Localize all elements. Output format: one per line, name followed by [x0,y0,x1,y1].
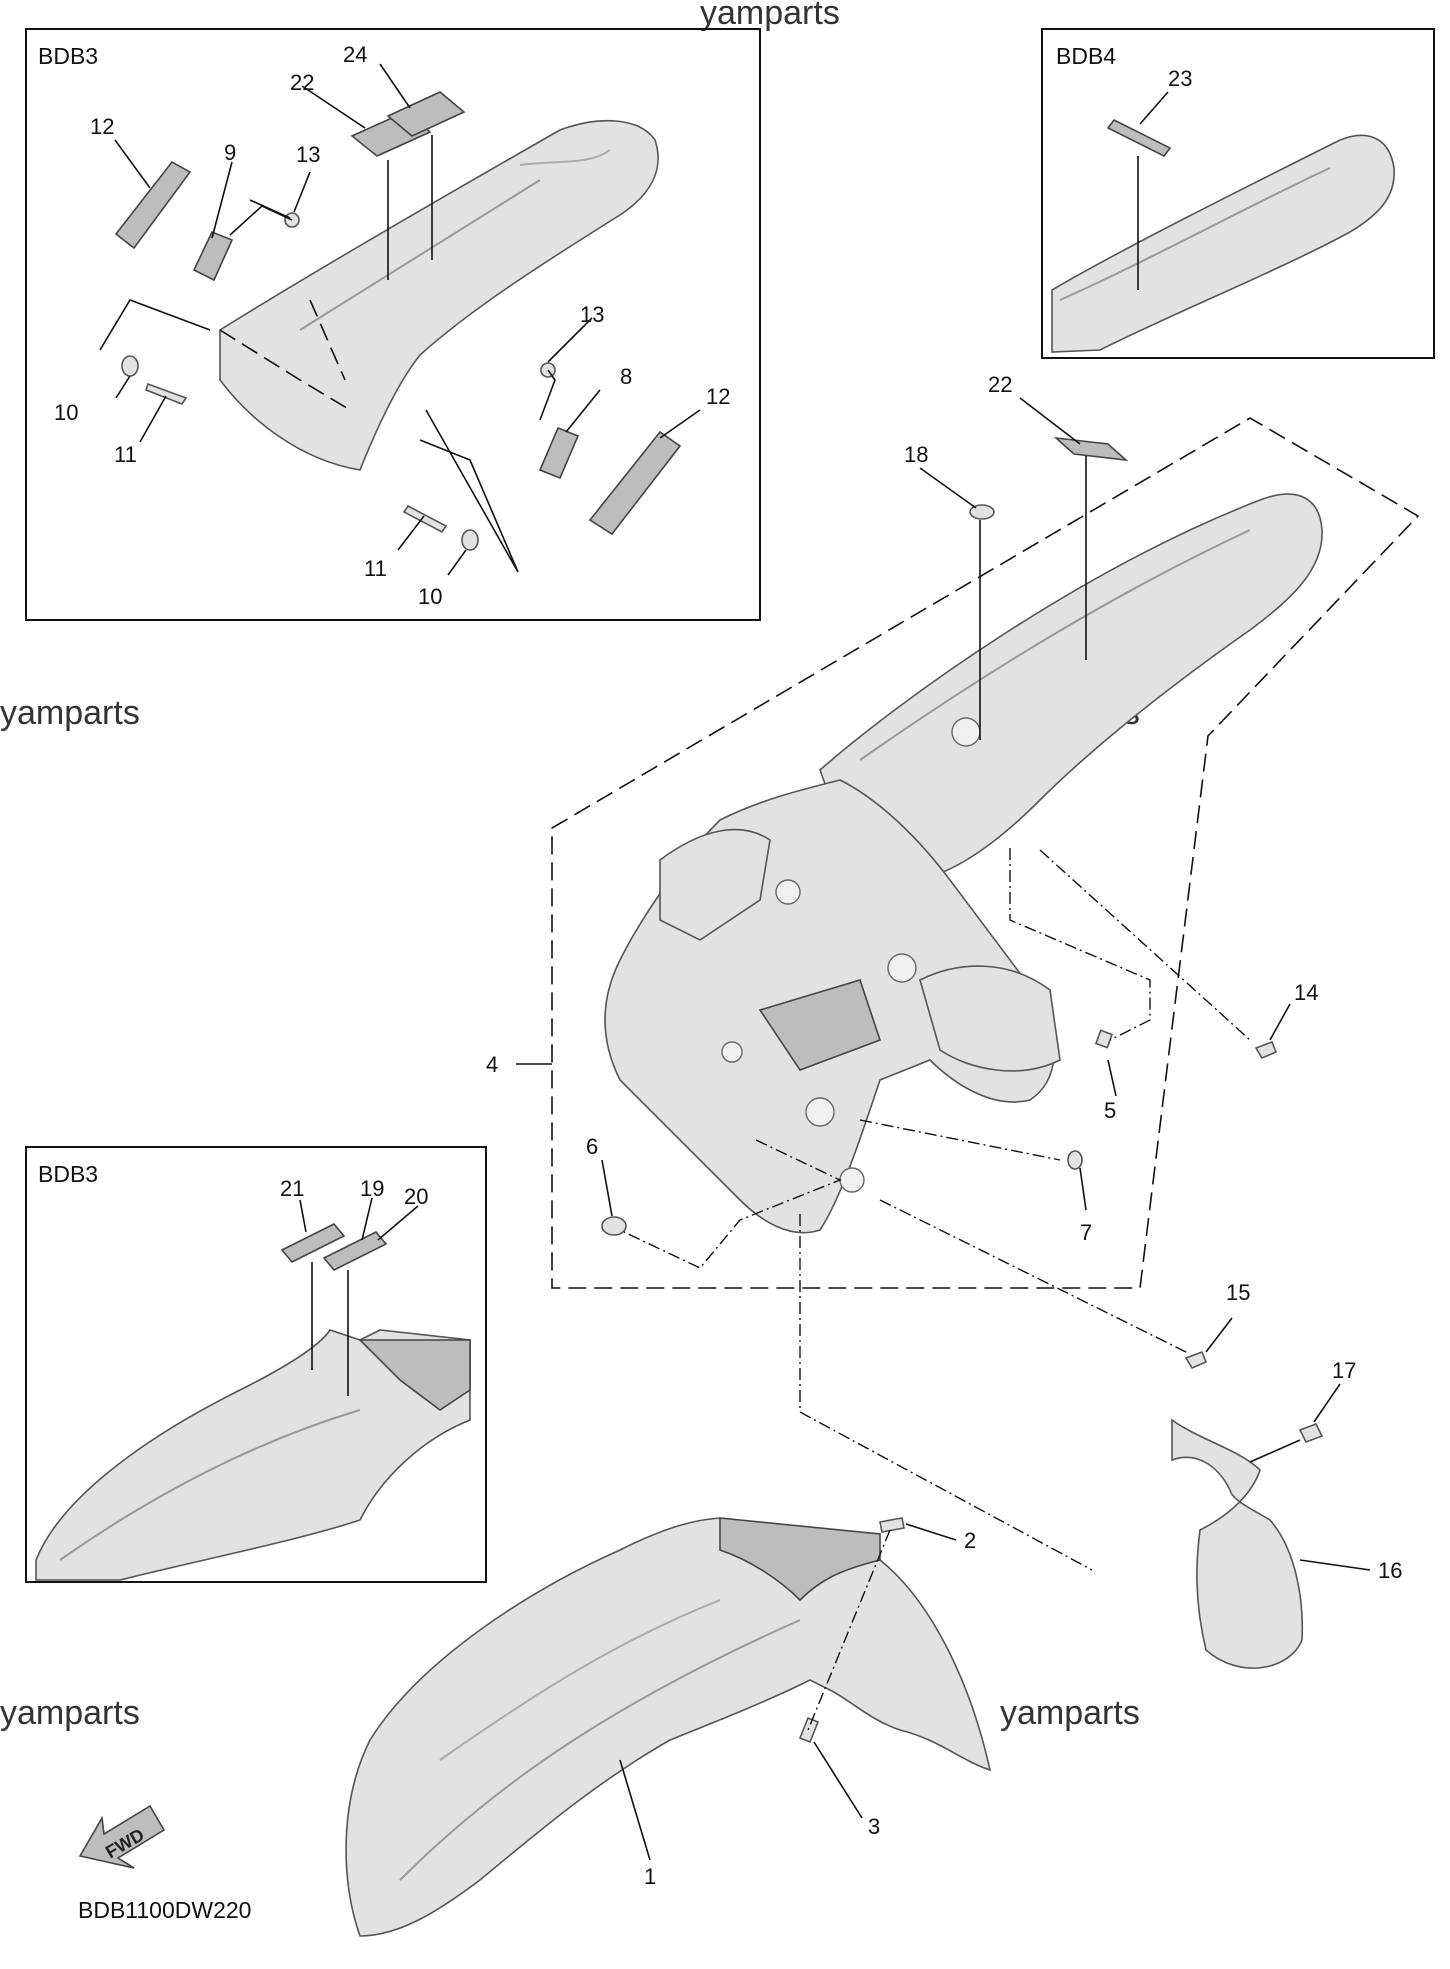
callout-6: 6 [586,1134,598,1159]
bolt-15 [1184,1350,1208,1370]
cap-18 [969,504,995,520]
callout-20: 20 [404,1184,428,1209]
callout-10: 10 [418,584,442,609]
callout-7: 7 [1080,1220,1092,1245]
bolt-11 [402,504,448,534]
front-fender-assembly: 2 3 1 [345,1517,992,1937]
callout-11: 11 [364,556,387,581]
reflector-12 [114,160,192,250]
label-19 [322,1231,388,1271]
label-24 [386,91,466,137]
diagram-code: BDB1100DW220 [78,1897,251,1923]
washer-7 [1067,1150,1083,1170]
front-fender-1 [345,1517,992,1937]
callout-16: 16 [1378,1558,1402,1583]
callout-3: 3 [868,1814,880,1839]
callout-2: 2 [964,1528,976,1553]
callout-19: 19 [360,1176,384,1201]
callout-11: 11 [114,442,137,467]
bolt-11 [145,382,188,405]
callout-24: 24 [343,42,367,67]
watermark: yamparts [0,1694,140,1732]
dash-line [219,329,351,411]
rear-fender-assembly: 18 22 14 5 7 6 4 15 [486,372,1420,1571]
inset-label: BDB4 [1056,43,1116,69]
inset-bdb3-bottom: BDB3 21 19 20 [25,1146,487,1583]
fwd-arrow-icon [78,1804,166,1869]
reflector-12 [588,430,682,536]
callout-12: 12 [706,384,730,409]
callout-21: 21 [280,1176,304,1201]
callout-13: 13 [296,142,320,167]
inset-frame [25,28,761,621]
dash-line [309,299,346,381]
callout-22: 22 [290,70,314,95]
watermark: yamparts [700,0,840,32]
rear-fender-silhouette [219,119,659,471]
grommet-6 [601,1216,627,1236]
callout-15: 15 [1226,1280,1250,1305]
bolt-14 [1254,1040,1278,1060]
bracket-9 [192,230,234,282]
label-22 [1053,436,1129,462]
callout-12: 12 [90,114,114,139]
nut-5 [1094,1029,1114,1049]
screw-17 [1298,1422,1324,1444]
mud-flap-assembly: 17 16 [1171,1358,1402,1669]
callout-8: 8 [620,364,632,389]
bolt-2 [879,1517,905,1533]
callout-17: 17 [1332,1358,1356,1383]
rear-fender-silhouette [1051,134,1395,353]
label-21 [280,1223,346,1263]
inset-bdb3-top: BDB3 [25,28,761,621]
callout-18: 18 [904,442,928,467]
callout-13: 13 [580,302,604,327]
callout-10: 10 [54,400,78,425]
watermark: yamparts [0,694,140,732]
callout-14: 14 [1294,980,1318,1005]
callout-1: 1 [644,1864,656,1889]
inset-bdb4: BDB4 23 [1041,28,1435,359]
grommet-10 [121,355,139,377]
assembly-outline [551,417,1420,1289]
callout-9: 9 [224,140,236,165]
inset-frame [1041,28,1435,359]
fwd-indicator: FWD [78,1804,166,1869]
watermark: yamparts [1000,1694,1140,1732]
mud-flap-16 [1171,1418,1304,1669]
callout-22: 22 [988,372,1012,397]
callout-23: 23 [1168,66,1192,91]
callout-5: 5 [1104,1098,1116,1123]
inset-frame [25,1146,487,1583]
inset-label: BDB3 [38,1161,98,1187]
grommet-10 [461,529,479,551]
bracket-8 [538,426,580,480]
label-23 [1106,118,1172,158]
inset-label: BDB3 [38,43,98,69]
bolt-3 [798,1716,820,1744]
license-bracket [758,979,882,1071]
callout-4: 4 [486,1052,498,1077]
